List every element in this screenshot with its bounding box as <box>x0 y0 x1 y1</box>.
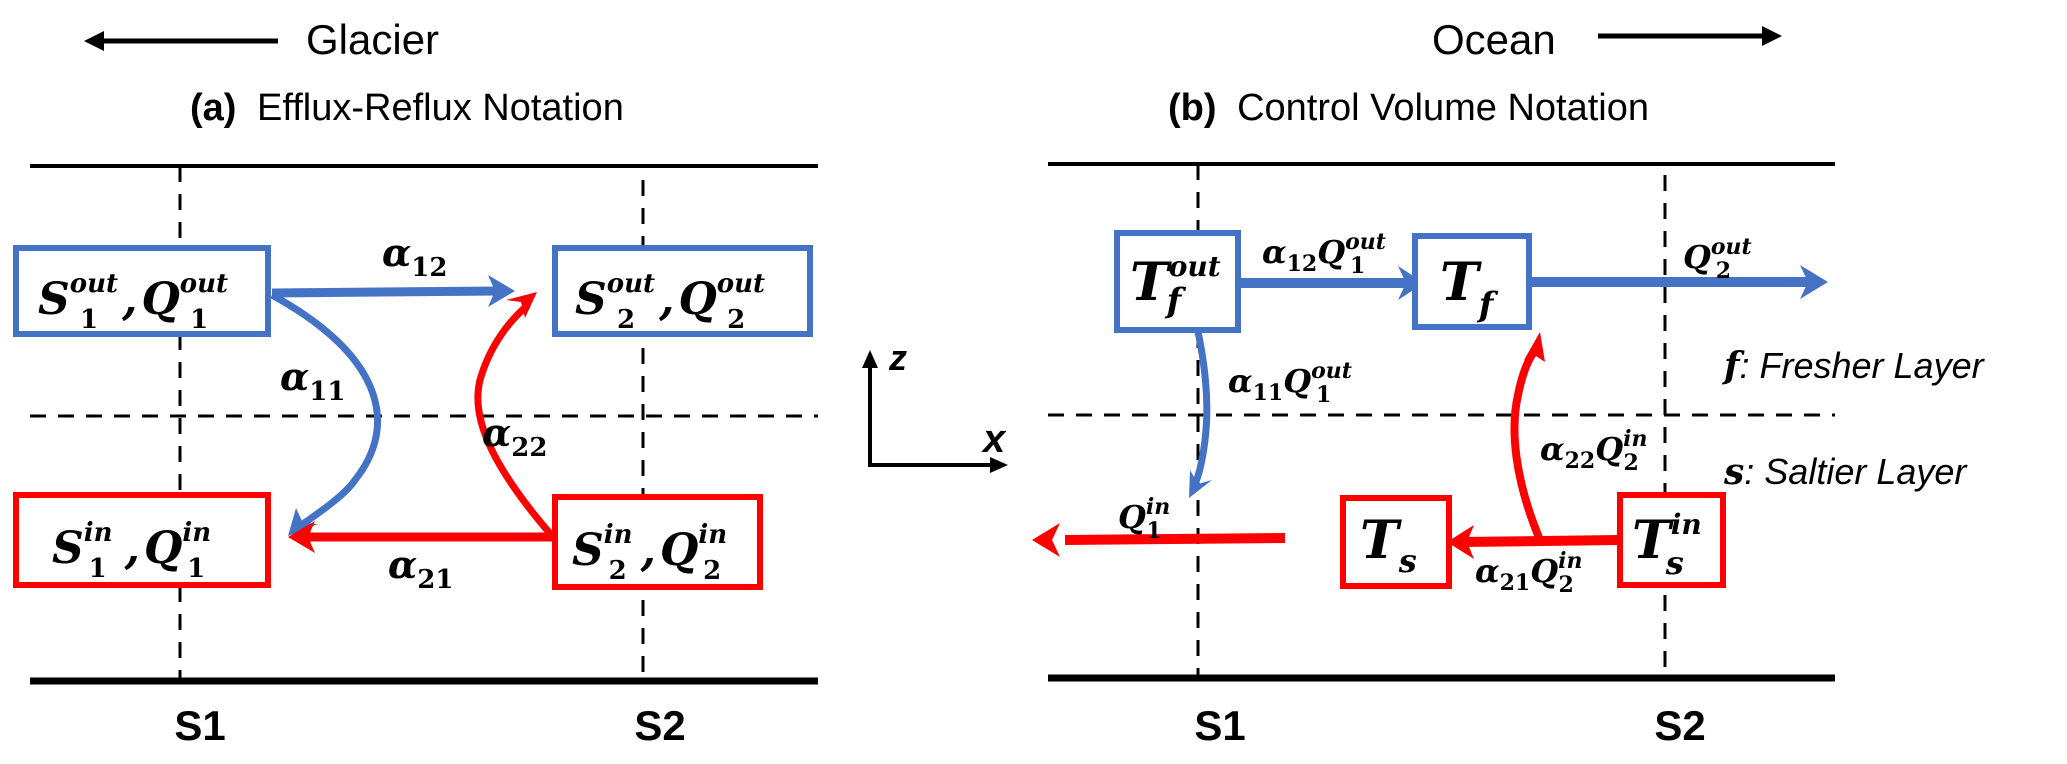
arrow-a21q2in-head <box>1447 525 1474 559</box>
panel-b-title-text: Control Volume Notation <box>1237 87 1649 129</box>
box-s2-out <box>552 245 813 337</box>
panel-b-station-s2: S2 <box>1654 702 1705 749</box>
arrow-a21q2in <box>1461 535 1620 547</box>
label-a22: α22 <box>482 410 547 463</box>
arrow-a22-head <box>506 292 537 318</box>
arrow-q1in-head <box>1032 523 1060 557</box>
box-tf <box>1412 233 1532 330</box>
box-s2-in <box>552 494 763 590</box>
box-s1-in <box>13 492 271 588</box>
panel-a-station-s1: S1 <box>174 702 225 749</box>
arrow-a22 <box>474 302 556 540</box>
x-axis-label: x <box>981 417 1007 461</box>
ocean-label: Ocean <box>1432 16 1556 63</box>
label-a21: α21 <box>388 542 453 595</box>
arrow-a11q1out-head <box>1189 470 1212 498</box>
arrow-a11 <box>270 291 382 529</box>
panel-b-prefix: (b) <box>1168 87 1217 129</box>
glacier-label: Glacier <box>306 16 439 63</box>
arrow-a22q2in-curve <box>1510 349 1544 542</box>
arrow-a11-head <box>288 508 318 536</box>
panel-a-title-text: Efflux-Reflux Notation <box>257 87 624 129</box>
arrow-right-small-icon <box>990 457 1008 473</box>
box-tf-out <box>1114 230 1241 333</box>
panel-a-prefix: (a) <box>190 87 236 129</box>
legend-fresher-layer: f: Fresher Layer <box>1721 345 1986 387</box>
arrow-a12-head <box>488 275 515 307</box>
label-a12: α12 <box>382 230 447 283</box>
panel-a-title: (a) Efflux-Reflux Notation <box>190 87 624 129</box>
arrow-a12q1out-head <box>1398 266 1424 300</box>
arrow-a12 <box>271 286 501 298</box>
box-ts-in <box>1617 492 1726 588</box>
ocean-direction: Ocean <box>1432 16 1782 63</box>
glacier-direction: Glacier <box>84 16 439 63</box>
z-axis-label: z <box>888 337 907 378</box>
arrow-left-icon <box>84 31 104 51</box>
arrow-q2out-head <box>1800 265 1828 299</box>
box-ts-label: Ts <box>1360 510 1417 580</box>
arrow-a21-head <box>288 521 315 553</box>
label-a11: α11 <box>280 354 345 407</box>
box-s1-out <box>13 245 271 337</box>
panel-a-station-s2: S2 <box>634 702 685 749</box>
box-tf-label: Tf <box>1440 252 1499 325</box>
arrow-q1in <box>1064 533 1286 545</box>
arrow-up-icon <box>862 350 878 368</box>
panel-b-title: (b) Control Volume Notation <box>1168 87 1649 129</box>
arrow-a22q2in-head <box>1524 332 1545 362</box>
arrow-right-icon <box>1762 26 1782 46</box>
axes-indicator: z x <box>862 337 1008 473</box>
panel-b-station-s1: S1 <box>1194 702 1245 749</box>
legend-saltier-layer: s: Saltier Layer <box>1723 451 1968 493</box>
box-ts <box>1340 495 1452 589</box>
